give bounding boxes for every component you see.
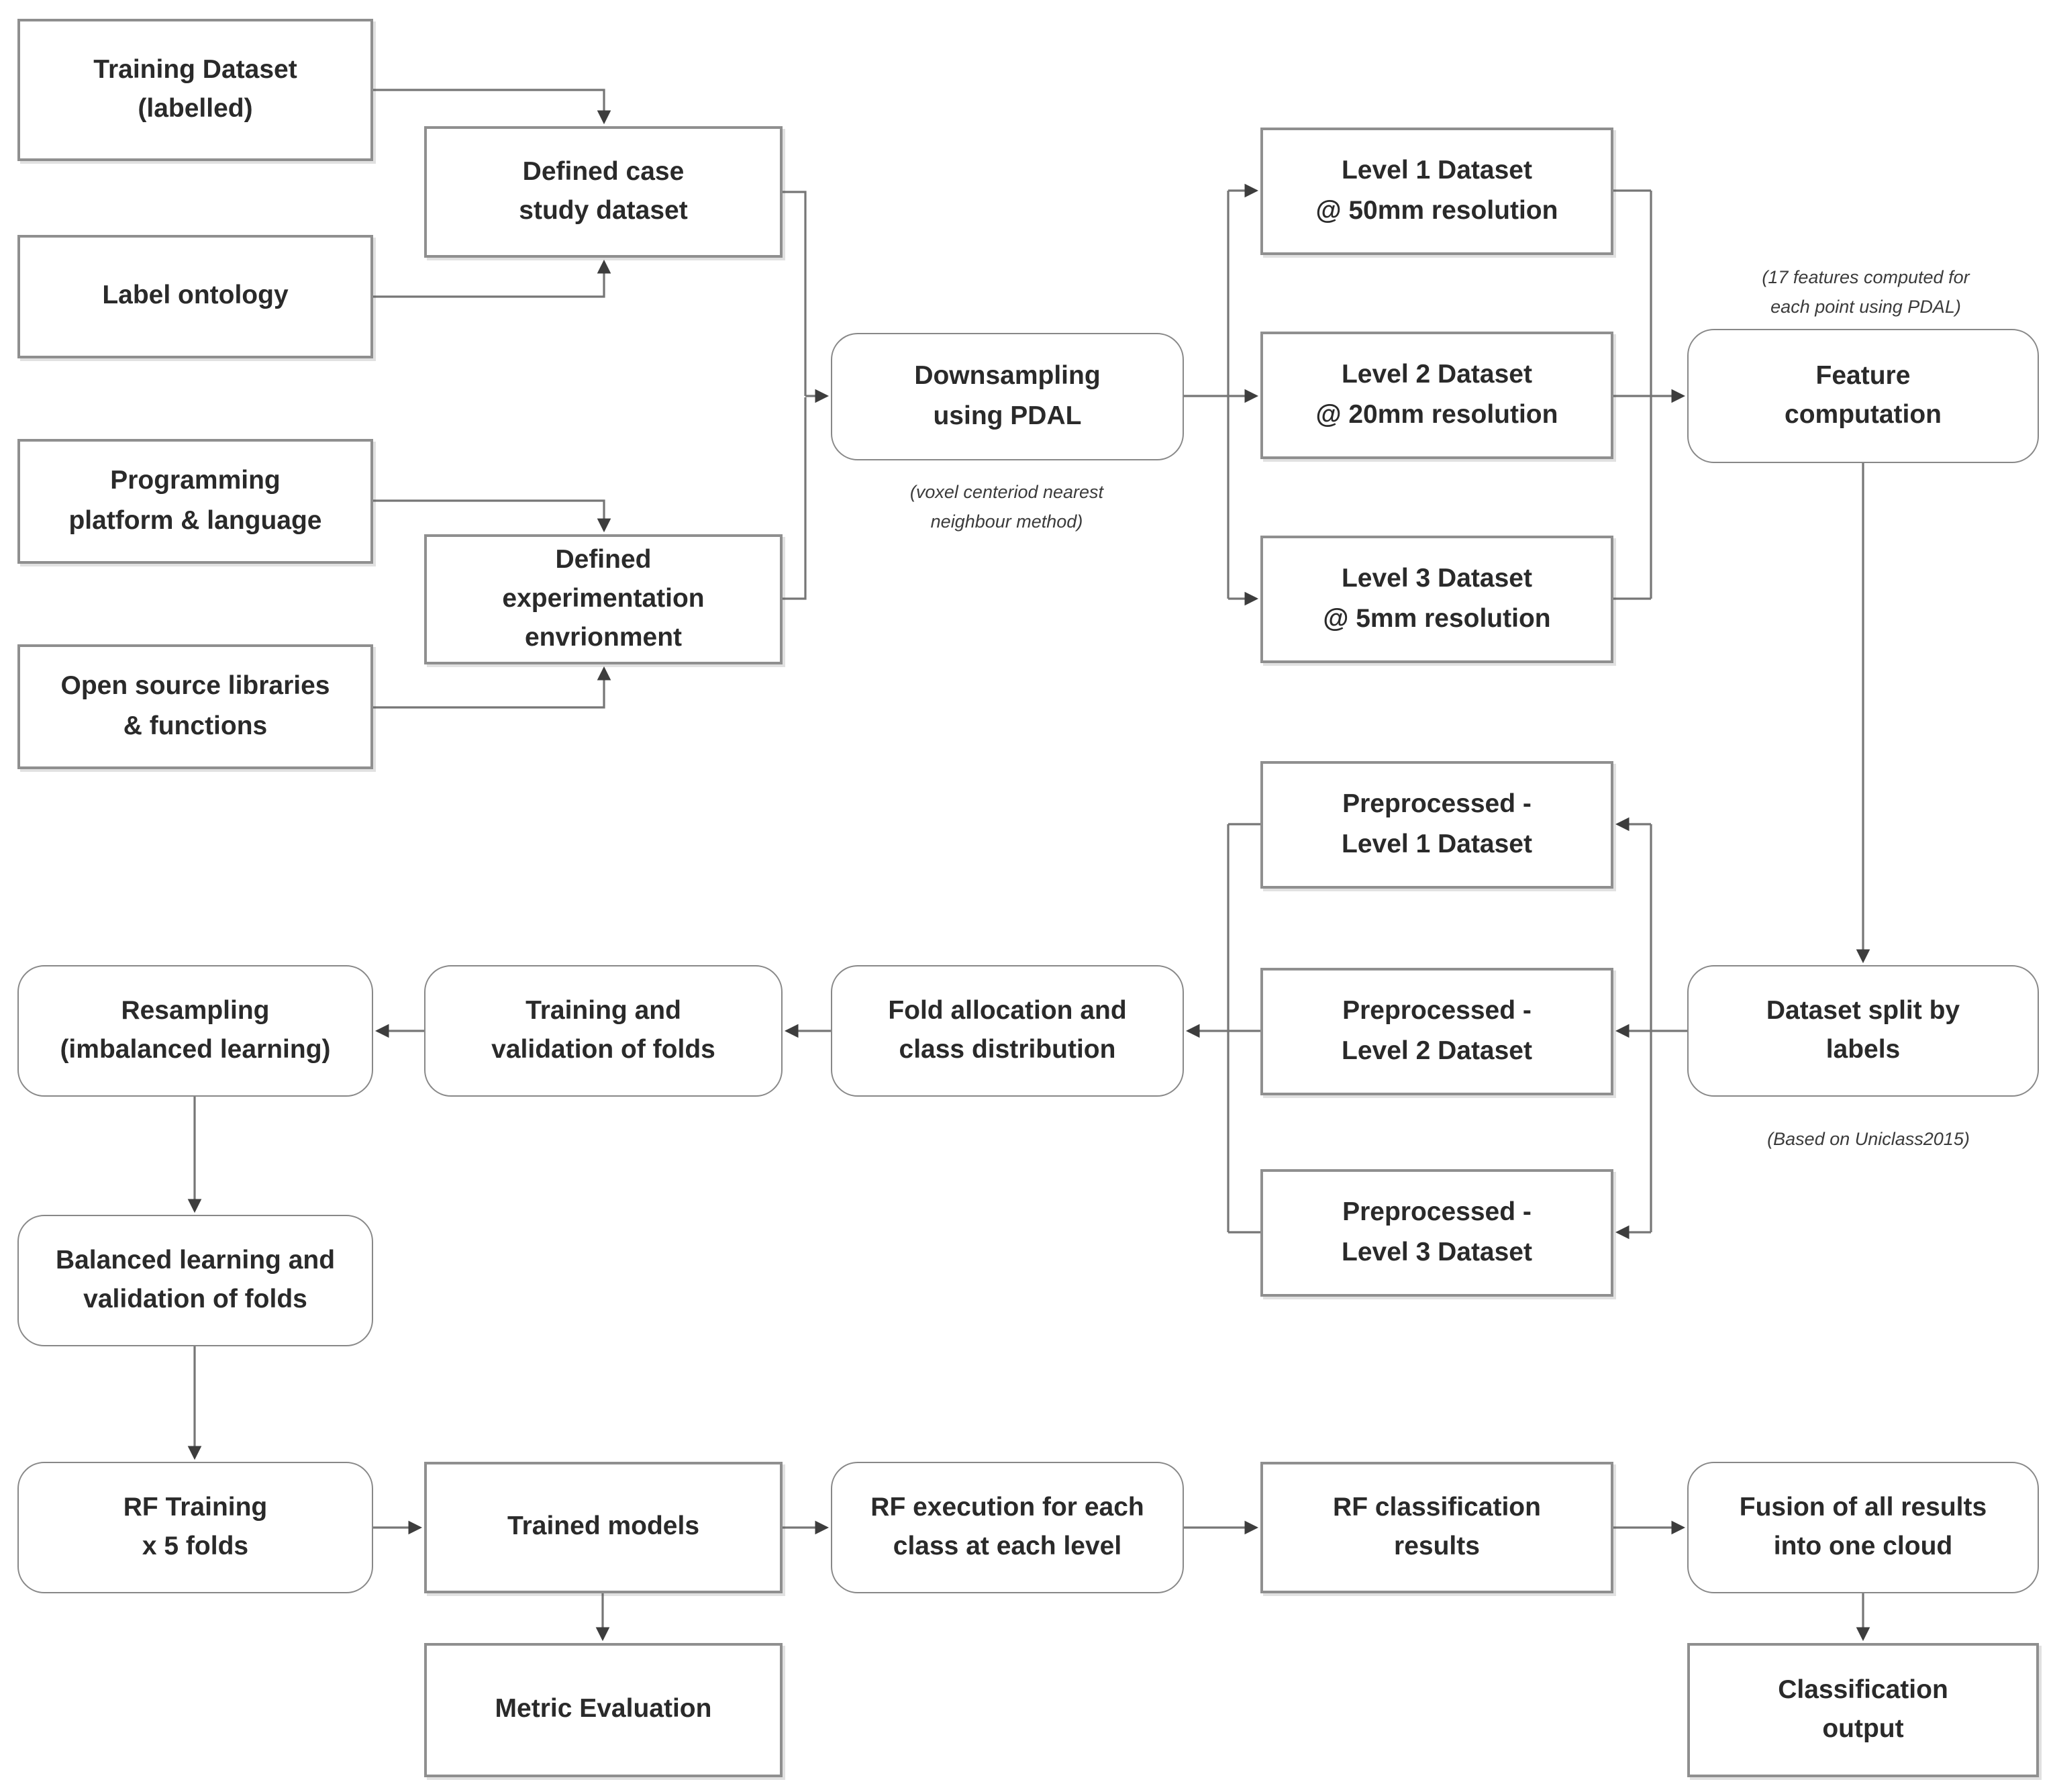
node-label: Level 3 Dataset @ 5mm resolution xyxy=(1323,564,1551,634)
node-rf-training: RF Training x 5 folds xyxy=(17,1462,373,1593)
node-programming-platform: Programming platform & language xyxy=(17,439,373,564)
node-label: Fold allocation and class distribution xyxy=(888,995,1127,1065)
node-level-3-dataset: Level 3 Dataset @ 5mm resolution xyxy=(1260,536,1613,663)
node-fold-allocation: Fold allocation and class distribution xyxy=(831,965,1184,1097)
node-label: Training Dataset (labelled) xyxy=(93,54,297,124)
node-label: Downsampling using PDAL xyxy=(914,361,1101,431)
node-preprocessed-level-3: Preprocessed - Level 3 Dataset xyxy=(1260,1169,1613,1297)
node-label: Level 2 Dataset @ 20mm resolution xyxy=(1315,360,1558,430)
node-label: Open source libraries & functions xyxy=(60,671,330,741)
node-training-dataset: Training Dataset (labelled) xyxy=(17,19,373,161)
node-rf-classification: RF classification results xyxy=(1260,1462,1613,1593)
node-metric-evaluation: Metric Evaluation xyxy=(424,1643,783,1777)
node-downsampling: Downsampling using PDAL xyxy=(831,333,1184,460)
node-training-validation: Training and validation of folds xyxy=(424,965,783,1097)
node-level-2-dataset: Level 2 Dataset @ 20mm resolution xyxy=(1260,332,1613,459)
node-label-ontology: Label ontology xyxy=(17,235,373,358)
annotation-feature-count: (17 features computed for each point usi… xyxy=(1762,267,1970,317)
connector-defined-case-study-to-bus xyxy=(783,191,807,396)
connector-training-dataset-to-defined-case-study xyxy=(373,89,611,125)
node-label: Metric Evaluation xyxy=(495,1694,712,1724)
node-label: Defined case study dataset xyxy=(519,156,688,226)
node-label: RF Training x 5 folds xyxy=(123,1492,268,1562)
node-fusion: Fusion of all results into one cloud xyxy=(1687,1462,2039,1593)
node-label: Preprocessed - Level 1 Dataset xyxy=(1342,789,1532,859)
node-label: Programming platform & language xyxy=(68,466,322,536)
annotation-uniclass: (Based on Uniclass2015) xyxy=(1767,1129,1970,1149)
node-balanced-learning: Balanced learning and validation of fold… xyxy=(17,1215,373,1346)
connector-label-ontology-to-defined-case-study xyxy=(373,259,611,298)
node-label: Label ontology xyxy=(102,281,289,311)
node-classification-output: Classification output xyxy=(1687,1643,2039,1777)
node-label: Preprocessed - Level 3 Dataset xyxy=(1342,1197,1532,1267)
node-label: RF execution for each class at each leve… xyxy=(870,1492,1144,1562)
node-defined-case-study: Defined case study dataset xyxy=(424,126,783,258)
node-label: Feature computation xyxy=(1785,360,1942,430)
node-label: Fusion of all results into one cloud xyxy=(1739,1492,1987,1562)
node-label: Dataset split by labels xyxy=(1766,995,1960,1065)
node-resampling: Resampling (imbalanced learning) xyxy=(17,965,373,1097)
node-label: Resampling (imbalanced learning) xyxy=(60,995,331,1065)
node-trained-models: Trained models xyxy=(424,1462,783,1593)
node-label: Balanced learning and validation of fold… xyxy=(55,1245,336,1315)
node-level-1-dataset: Level 1 Dataset @ 50mm resolution xyxy=(1260,128,1613,255)
node-preprocessed-level-1: Preprocessed - Level 1 Dataset xyxy=(1260,761,1613,889)
node-defined-experimentation: Defined experimentation envrionment xyxy=(424,534,783,664)
node-label: Trained models xyxy=(507,1511,700,1542)
node-label: RF classification results xyxy=(1333,1492,1541,1562)
connector-defined-experimentation-to-bus xyxy=(783,397,807,600)
node-label: Preprocessed - Level 2 Dataset xyxy=(1342,996,1532,1066)
node-open-source-libraries: Open source libraries & functions xyxy=(17,644,373,769)
node-label: Classification output xyxy=(1778,1675,1948,1744)
node-dataset-split: Dataset split by labels xyxy=(1687,965,2039,1097)
node-preprocessed-level-2: Preprocessed - Level 2 Dataset xyxy=(1260,968,1613,1095)
node-rf-execution: RF execution for each class at each leve… xyxy=(831,1462,1184,1593)
node-label: Defined experimentation envrionment xyxy=(502,544,705,653)
node-label: Training and validation of folds xyxy=(491,995,715,1065)
connector-programming-platform-to-defined-experimentation xyxy=(373,499,611,533)
connector-open-source-to-defined-experimentation xyxy=(373,666,611,709)
node-feature-computation: Feature computation xyxy=(1687,329,2039,463)
annotation-voxel-method: (voxel centeriod nearest neighbour metho… xyxy=(909,482,1104,532)
node-label: Level 1 Dataset @ 50mm resolution xyxy=(1315,156,1558,226)
